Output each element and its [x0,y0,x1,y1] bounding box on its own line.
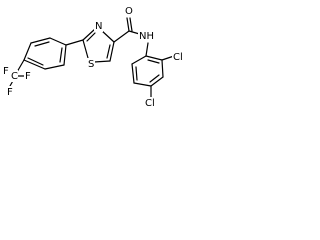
atom-c-cf3: C [11,71,18,82]
atom-o-carbonyl: O [125,6,133,17]
bond-thiazole-c5-c4 [109,41,115,62]
bond-aryl-2 [161,59,164,78]
bond-nh-to-aryl [145,42,149,57]
bond-thiazole-inner-2 [106,44,111,59]
bond-aryl-1 [145,55,163,61]
bond-phenyl-to-thiazole [65,39,84,46]
bond-layer [8,17,175,98]
atom-mask-f-bottom [6,86,14,98]
bond-thiazole-c4-n [100,29,115,43]
bond-aryl-inner-3 [135,66,138,81]
atom-cl-bottom: Cl [145,98,155,109]
atom-mask-o [124,5,133,17]
bond-phenyl-inner-1 [34,41,50,47]
bond-aryl-4 [133,82,152,87]
bond-aryl-inner-2 [149,74,160,83]
atom-mask-cl-bottom [144,97,158,109]
atom-mask-cl-top [172,51,186,63]
bond-phenyl-inner-2 [59,47,63,63]
atom-mask-s [87,58,95,70]
atom-label-layer: F C F F S N O NH Cl Cl [2,5,186,109]
bond-thiazole-c2-s [82,39,89,59]
bond-phenyl-5 [44,64,65,70]
bond-thiazole-inner-1 [86,32,96,42]
bond-phenyl-1 [23,42,32,61]
atom-f-right: F [25,71,31,82]
bond-phenyl-3 [49,37,67,46]
atom-f-top: F [3,66,9,77]
bond-aryl-5 [131,63,135,84]
atom-mask-f-top [2,65,10,77]
atom-f-bottom: F [7,87,13,98]
atom-mask-nh [138,30,156,42]
atom-mask-c-cf3 [10,70,18,82]
bond-cf3-c-to-phenyl [16,59,25,73]
bond-phenyl-6 [23,59,46,70]
bond-thiazole-to-carbonyl [113,30,130,43]
atom-mask-n-thiazole [94,20,103,32]
bond-aryl-6 [131,55,147,65]
molecule-structure-diagram: F C F F S N O NH Cl Cl [2,5,186,109]
bond-aryl-3 [150,76,164,87]
atom-mask-f-right [24,70,32,82]
atom-nh-amide: NH [139,31,154,42]
bond-phenyl-4 [63,44,67,66]
atom-cl-top: Cl [173,52,183,63]
atom-n-thiazole: N [95,21,102,32]
bond-thiazole-s-c5 [93,60,111,63]
bond-phenyl-inner-3 [27,57,44,66]
bond-phenyl-2 [30,37,51,44]
atom-s-thiazole: S [88,59,94,70]
bond-carbonyl-o-1 [126,17,130,32]
bond-aryl-inner-1 [147,59,160,64]
bond-thiazole-n-c2 [82,28,96,41]
bond-carbonyl-o-2 [129,17,133,32]
